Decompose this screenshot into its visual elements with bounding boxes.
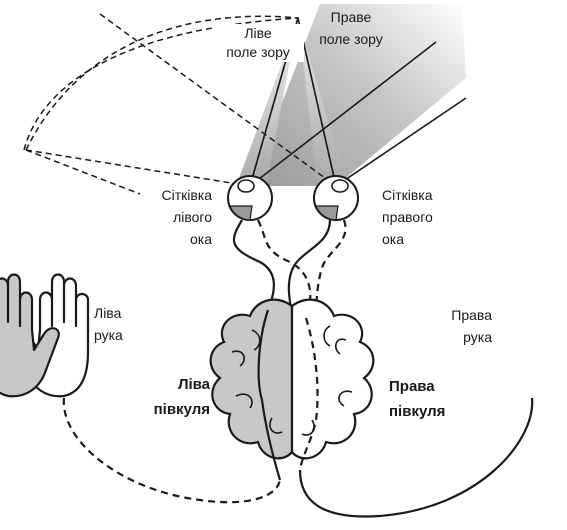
right-hemisphere-line-2: півкуля	[389, 403, 446, 420]
right-hand-label: Права рука	[410, 304, 492, 348]
left-field-outline	[25, 13, 337, 195]
right-field-line-1: Праве	[330, 9, 372, 25]
left-hemisphere-label: Ліва півкуля	[126, 372, 210, 422]
brain	[209, 298, 375, 481]
left-hemisphere-line-2: півкуля	[153, 401, 210, 418]
left-retina-line-3: ока	[189, 231, 212, 247]
right-retina-line-2: правого	[382, 209, 433, 225]
right-hand-pathway	[298, 397, 534, 518]
right-retina-line-1: Сітківка	[382, 187, 433, 203]
right-hand	[0, 273, 60, 398]
left-hand-pathway	[62, 397, 282, 504]
left-hand-label: Ліва рука	[94, 302, 123, 346]
left-field-label: Ліве поле зору	[212, 24, 304, 62]
left-hemisphere-line-1: Ліва	[177, 376, 210, 393]
left-eye	[227, 175, 273, 221]
sight-line	[249, 41, 437, 187]
left-retina-label: Сітківка лівого ока	[128, 184, 212, 250]
left-retina-line-1: Сітківка	[161, 187, 212, 203]
left-hand-line-1: Ліва	[94, 305, 122, 321]
left-retina-line-2: лівого	[173, 209, 212, 225]
right-hand-line-2: рука	[463, 329, 492, 345]
left-field-line-1: Ліве	[244, 25, 272, 41]
right-eye-beam	[298, 20, 348, 186]
sight-line	[335, 97, 467, 187]
right-field-label: Праве поле зору	[306, 6, 396, 50]
right-hemisphere-label: Права півкуля	[389, 374, 445, 424]
left-hemisphere-shape	[209, 298, 294, 460]
right-field-line-2: поле зору	[319, 31, 383, 47]
right-hemisphere-line-1: Права	[389, 378, 435, 395]
right-retina-label: Сітківка правого ока	[382, 184, 433, 250]
left-field-line-2: поле зору	[226, 44, 290, 60]
right-retina-line-3: ока	[382, 231, 405, 247]
left-hand-line-2: рука	[94, 327, 123, 343]
right-hand-line-1: Права	[451, 307, 492, 323]
right-hemisphere-shape	[290, 298, 375, 460]
right-eye	[313, 175, 359, 221]
